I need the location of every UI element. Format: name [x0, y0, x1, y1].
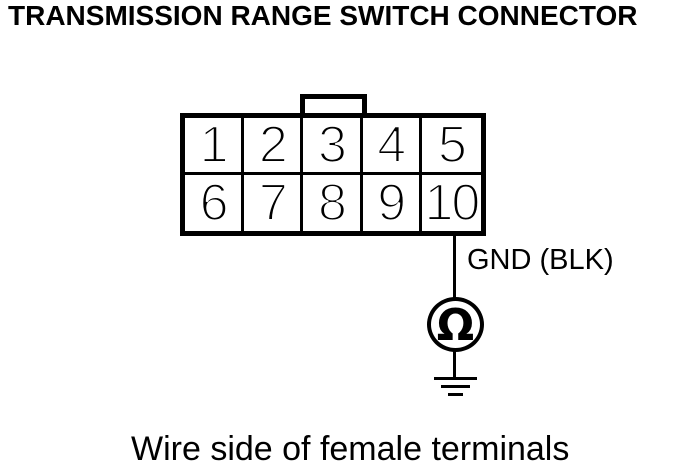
- ground-wire-lower: [453, 349, 456, 379]
- terminal-9: 9: [363, 174, 422, 231]
- terminal-8: 8: [303, 174, 363, 231]
- ground-line-1: [434, 377, 477, 380]
- terminal-5: 5: [421, 118, 481, 175]
- terminal-10: 10: [423, 173, 481, 232]
- ground-wire-upper: [453, 232, 456, 298]
- ground-line-2: [441, 385, 470, 388]
- page-title: TRANSMISSION RANGE SWITCH CONNECTOR: [8, 0, 638, 31]
- terminal-2: 2: [244, 118, 304, 175]
- ohmmeter-symbol: Ω: [427, 297, 484, 352]
- terminal-4: 4: [362, 118, 422, 175]
- terminal-3: 3: [303, 118, 363, 175]
- wire-label-gnd: GND (BLK): [467, 244, 614, 276]
- ground-line-3: [448, 393, 463, 396]
- ohm-glyph: Ω: [436, 299, 475, 351]
- terminal-6: 6: [185, 174, 245, 231]
- terminal-1: 1: [185, 118, 245, 175]
- connector-body: 1 2 3 4 5 6 7 8 9 10: [180, 113, 486, 236]
- terminal-7: 7: [244, 174, 304, 231]
- diagram-caption: Wire side of female terminals: [131, 430, 570, 468]
